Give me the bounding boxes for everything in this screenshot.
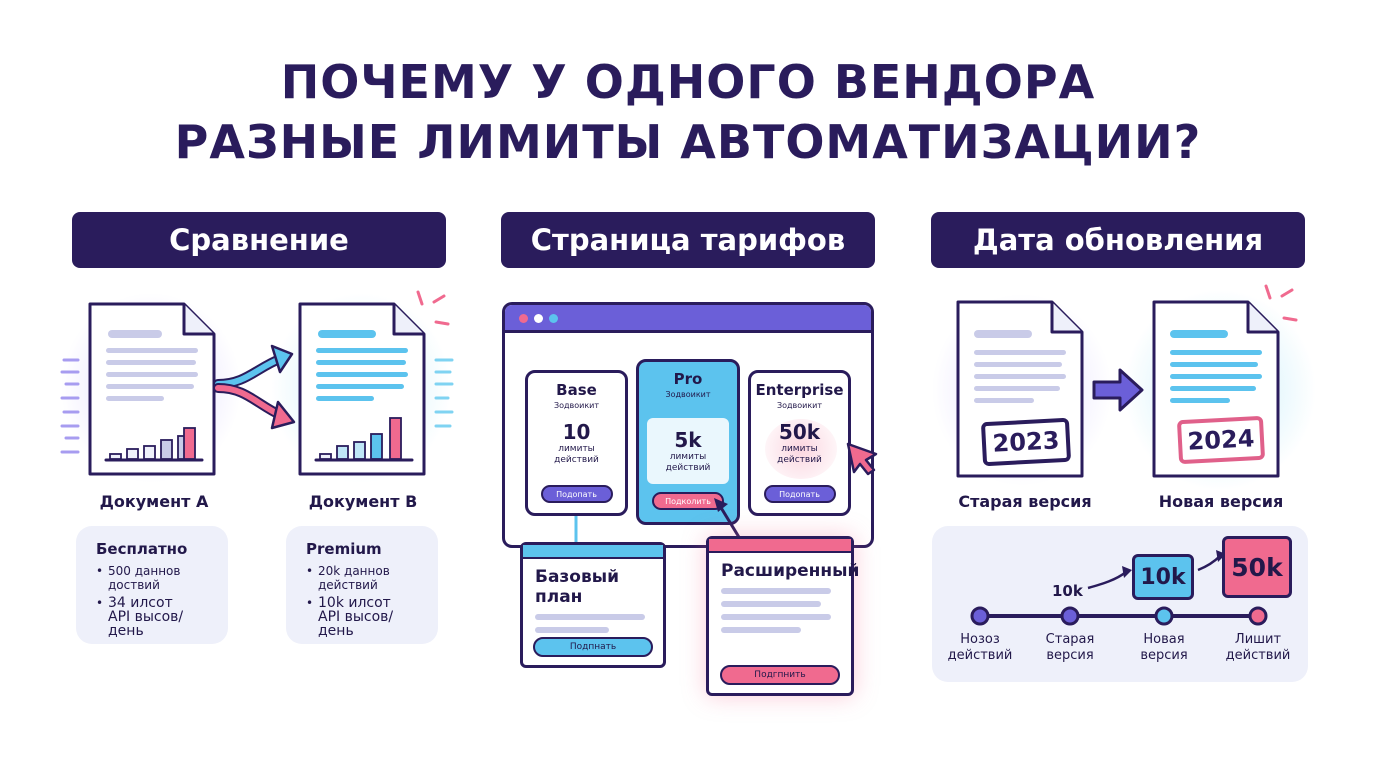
timeline-stop-3-line-1: Новая [1143, 632, 1185, 647]
tier-pro-value: 5k [674, 428, 702, 452]
timeline-stop-2-line-1: Старая [1045, 632, 1095, 647]
tier-enterprise-limits-line-1: лимиты [781, 444, 818, 454]
free-plan-bullet-2-line-2: API высов/день [108, 609, 184, 639]
premium-plan-bullet-2-line-1: 10k илсот [318, 595, 391, 611]
tier-pro-button[interactable]: Подколить [652, 492, 724, 510]
basic-plan-name: Базовый план [535, 567, 620, 607]
basic-plan-header-bar [523, 545, 663, 559]
timeline-stop-3 [1154, 606, 1174, 626]
free-plan-bullet-1: 500 даннов доствий [96, 564, 188, 592]
tier-pro-value-panel [647, 418, 729, 484]
doc-a-label: Документ A [99, 492, 209, 511]
free-plan-title: Бесплатно [96, 540, 188, 558]
title-line-2: РАЗНЫЕ ЛИМИТЫ АВТОМАТИЗАЦИИ? [174, 115, 1202, 169]
tier-card-enterprise[interactable]: Enterprise Зодвоикит 50k лимиты действий… [748, 370, 851, 516]
basic-plan-line-1 [535, 614, 645, 620]
tier-enterprise-value: 50k [778, 420, 821, 444]
free-plan-card: Бесплатно 500 даннов доствий 34 илсот AP… [76, 526, 228, 644]
timeline-stop-4-label: Лишит действий [1214, 632, 1302, 664]
tier-pro-name: Pro [673, 370, 703, 388]
tier-pro-value-block: 5k лимиты действий [639, 428, 737, 474]
timeline-stop-1-label: Нозоз действий [940, 632, 1020, 664]
browser-minimize-dot [534, 314, 543, 323]
extended-plan-line-4 [721, 627, 801, 633]
tier-pro-limits-line-2: действий [665, 463, 711, 473]
tier-enterprise-name: Enterprise [755, 381, 844, 399]
basic-plan-card[interactable]: Базовый план Подпнать [520, 542, 666, 668]
year-badge-old: 2023 [980, 417, 1072, 467]
timeline-stop-4-line-1: Лишит [1234, 632, 1282, 647]
free-plan-bullet-2: 34 илсот API высов/день [96, 596, 208, 638]
basic-plan-line-2 [535, 627, 609, 633]
section-update-header: Дата обновления [931, 212, 1305, 268]
timeline-graphic [970, 550, 1268, 626]
premium-plan-bullet-2: 10k илсот API высов/день [306, 596, 418, 638]
section-comparison-header: Сравнение [72, 212, 446, 268]
tier-enterprise-glow [765, 419, 837, 479]
tier-pro-subtitle: Зодвоикит [665, 390, 711, 399]
extended-plan-button[interactable]: Подгпнить [720, 665, 840, 685]
old-version-label: Старая версия [958, 492, 1092, 511]
timeline-stop-3-line-2: версия [1140, 648, 1188, 663]
extended-plan-card[interactable]: Расширенный Подгпнить [706, 536, 860, 696]
browser-close-dot [519, 314, 528, 323]
tier-base-subtitle: Зодвоикит [553, 401, 600, 410]
tier-card-base[interactable]: Base Зодвоикит 10 лимиты действий Подопа… [525, 370, 628, 516]
comparison-illustration [60, 290, 454, 483]
timeline-stop-2-line-2: версия [1046, 648, 1094, 663]
section-pricing-header: Страница тарифов [501, 212, 875, 268]
tier-enterprise-button[interactable]: Подопать [763, 485, 836, 503]
tier-base-value: 10 [562, 420, 591, 444]
title-line-1: ПОЧЕМУ У ОДНОГО ВЕНДОРА [280, 55, 1096, 109]
doc-b-label: Документ B [308, 492, 418, 511]
extended-plan-header-bar [709, 539, 851, 553]
timeline-stop-2-label: Старая версия [1030, 632, 1110, 664]
tier-enterprise-subtitle: Зодвоикит [776, 401, 823, 410]
extended-plan-line-2 [721, 601, 821, 607]
timeline-stop-1-line-1: Нозоз [960, 632, 1000, 647]
timeline-stop-3-label: Новая версия [1124, 632, 1204, 664]
basic-plan-button[interactable]: Подпнать [533, 637, 653, 657]
browser-title-bar [505, 305, 871, 333]
tier-base-button[interactable]: Подопать [540, 485, 613, 503]
free-plan-bullet-2-line-1: 34 илсот [108, 595, 173, 611]
cursor-arrow-icon [846, 442, 878, 476]
extended-plan-name: Расширенный [721, 561, 860, 581]
premium-plan-bullet-2-line-2: API высов/день [318, 609, 394, 639]
timeline-stop-1-line-2: действий [947, 648, 1013, 663]
timeline-value-small: 10k [1052, 582, 1083, 600]
timeline-stop-4 [1248, 606, 1268, 626]
tier-pro-limits-line-1: лимиты [669, 452, 707, 462]
timeline-stop-1 [970, 606, 990, 626]
browser-maximize-dot [549, 314, 558, 323]
premium-plan-bullet-1: 20k даннов действий [306, 564, 406, 592]
premium-plan-card: Premium 20k даннов действий 10k илсот AP… [286, 526, 438, 644]
extended-plan-line-3 [721, 614, 831, 620]
page-title: ПОЧЕМУ У ОДНОГО ВЕНДОРА РАЗНЫЕ ЛИМИТЫ АВ… [0, 52, 1376, 172]
timeline-stop-2 [1060, 606, 1080, 626]
year-badge-new: 2024 [1176, 415, 1266, 465]
tier-base-limits-line-1: лимиты [558, 444, 595, 454]
timeline-stop-4-line-2: действий [1225, 648, 1291, 663]
timeline-value-mid: 10k [1132, 554, 1194, 600]
tier-enterprise-limits-line-2: действий [777, 455, 822, 465]
timeline-value-big: 50k [1222, 536, 1292, 598]
tier-base-limits-line-2: действий [554, 455, 599, 465]
tier-base-name: Base [556, 381, 597, 399]
new-version-label: Новая версия [1158, 492, 1284, 511]
tier-card-pro[interactable]: Pro Зодвоикит 5k лимиты действий Подколи… [636, 359, 740, 525]
extended-plan-line-1 [721, 588, 831, 594]
premium-plan-title: Premium [306, 540, 382, 558]
